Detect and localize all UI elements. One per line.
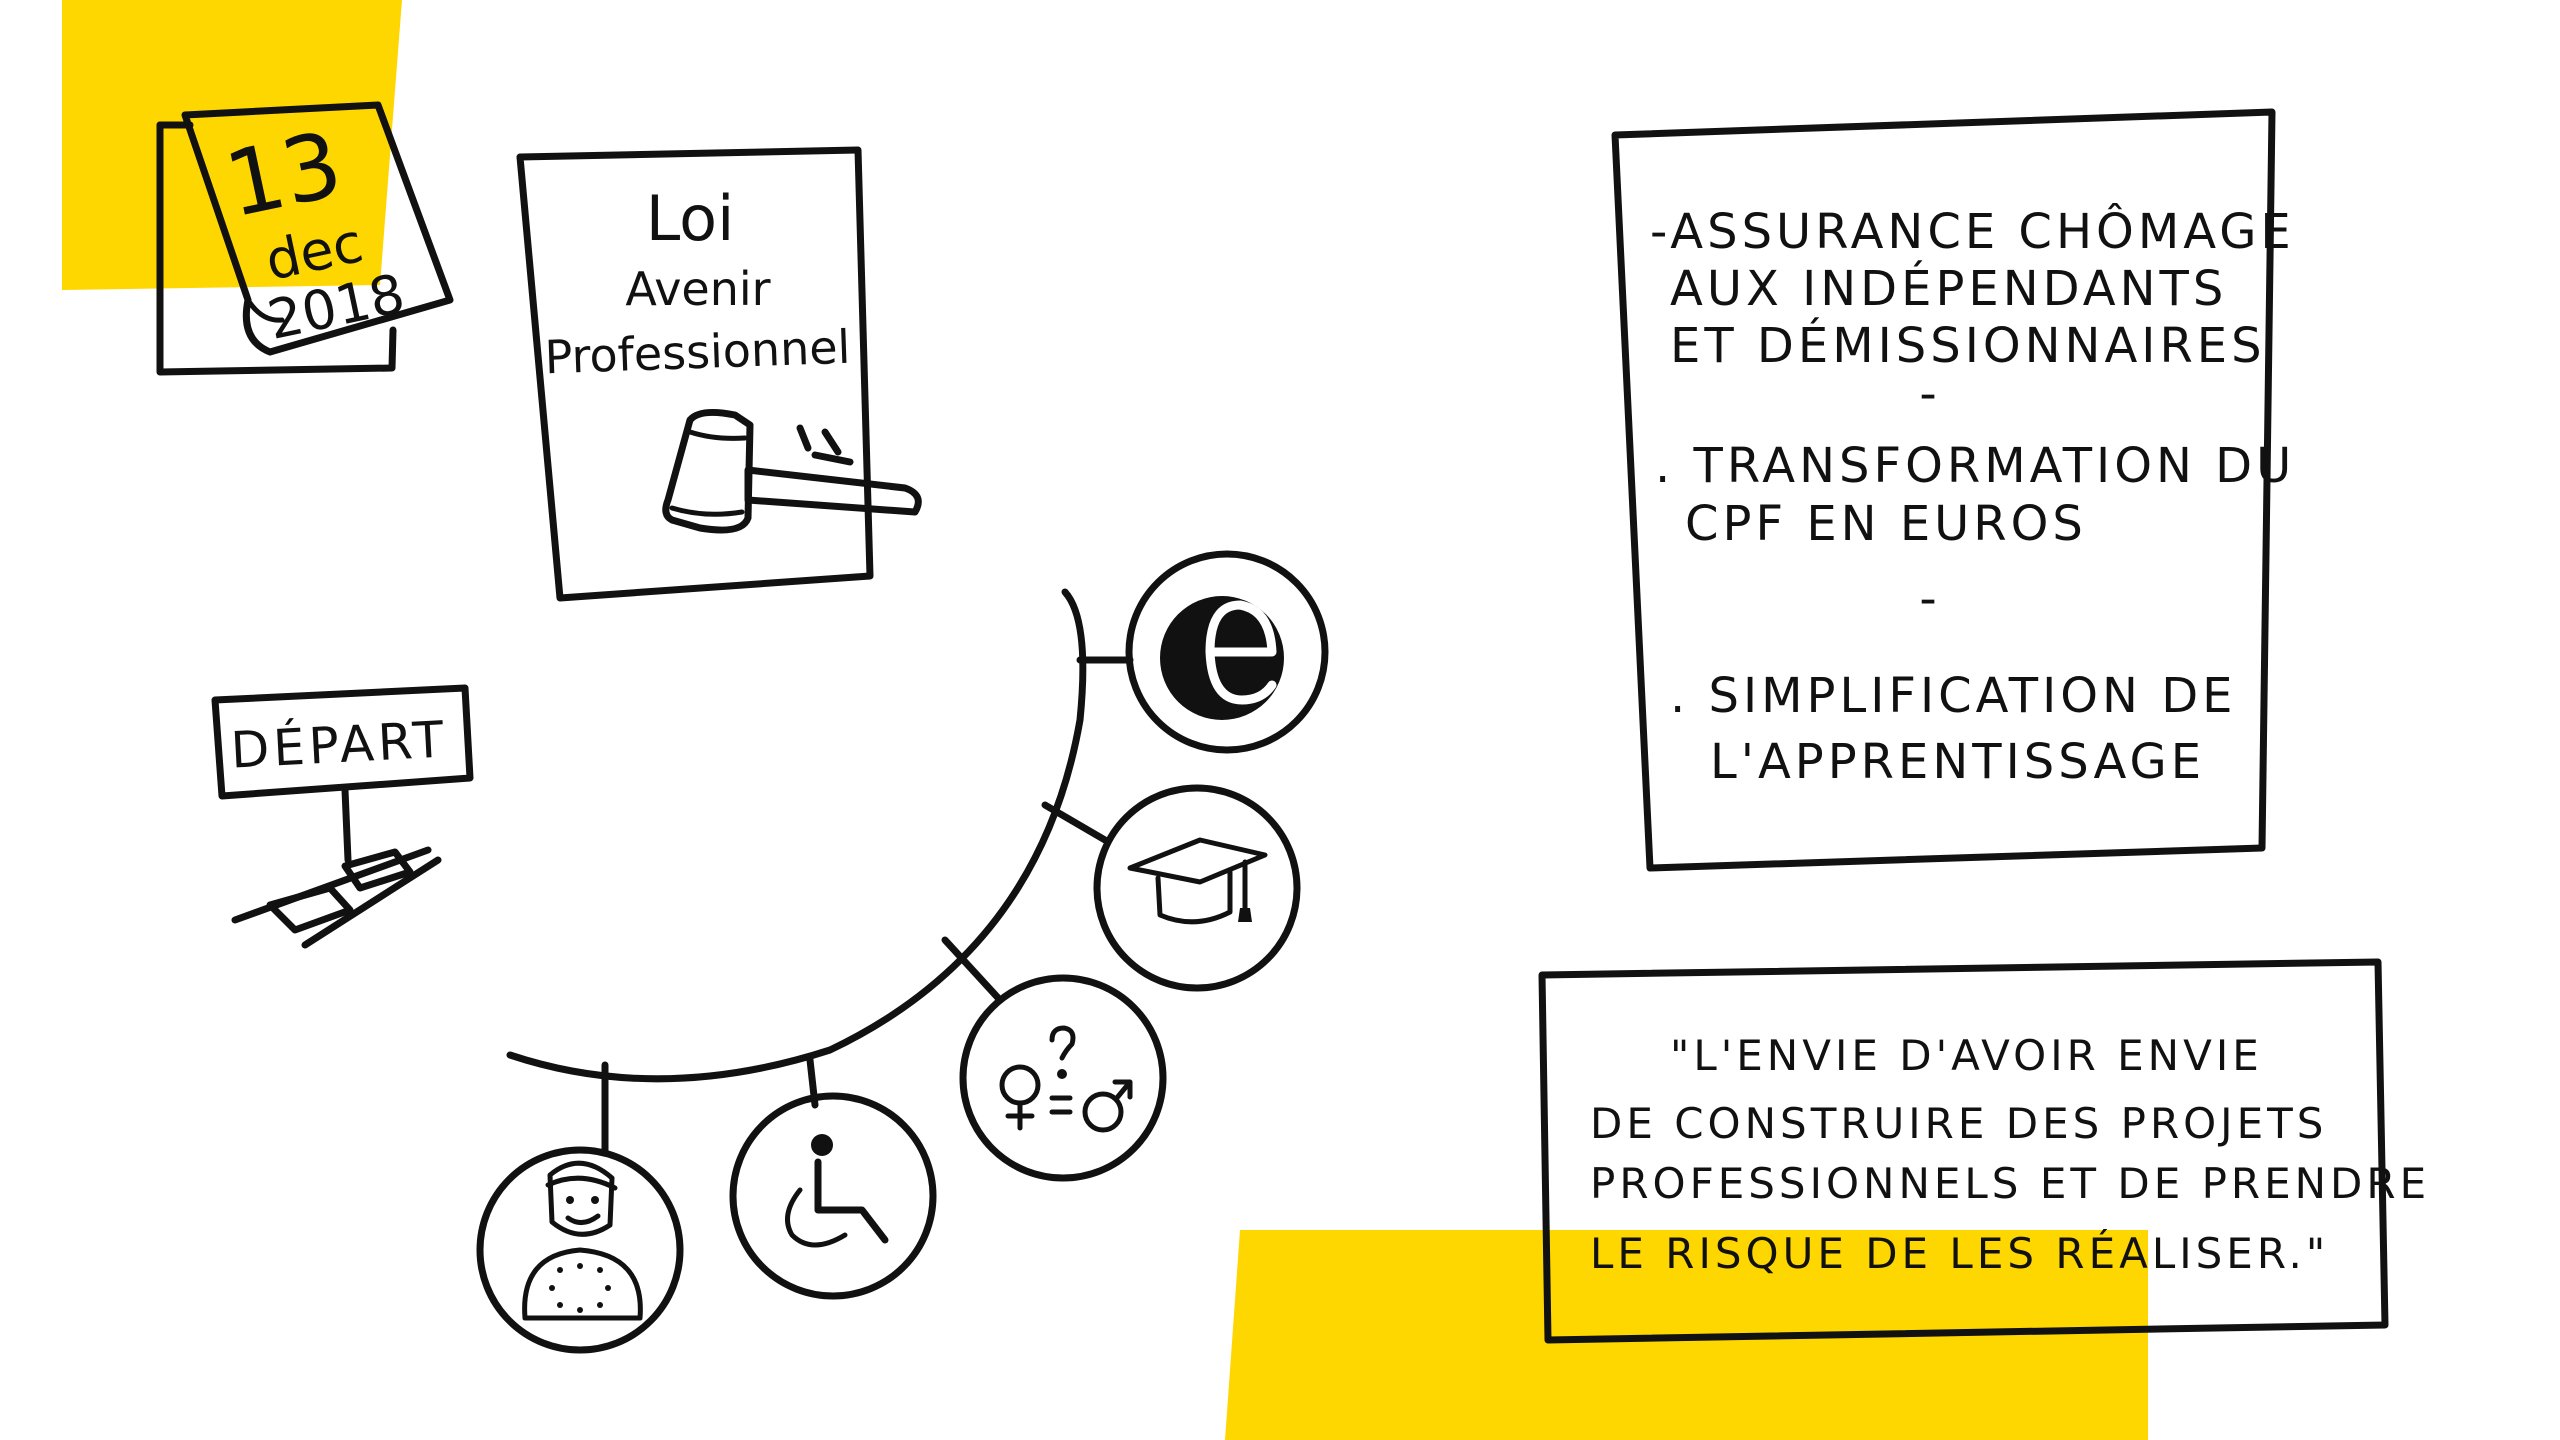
measure-2-line-2: CPF EN EUROS — [1685, 496, 2087, 552]
departure-sign: DÉPART — [211, 684, 474, 949]
measure-2-line-1: . TRANSFORMATION DU — [1655, 438, 2295, 494]
calendar: 13 dec 2018 — [156, 101, 454, 376]
measure-separator-2: - — [1919, 571, 1940, 627]
quote-box: "L'ENVIE D'AVOIR ENVIE DE CONSTRUIRE DES… — [1538, 958, 2430, 1344]
wheelchair-icon — [729, 1092, 937, 1300]
quote-line-1: "L'ENVIE D'AVOIR ENVIE — [1670, 1031, 2263, 1080]
arc-diagram — [476, 550, 1329, 1354]
gavel-icon — [662, 408, 922, 534]
measure-1-line-2: AUX INDÉPENDANTS — [1670, 260, 2227, 317]
measure-1-line-1: -ASSURANCE CHÔMAGE — [1650, 203, 2295, 260]
quote-line-4: LE RISQUE DE LES RÉALISER." — [1590, 1228, 2329, 1278]
measure-3-line-2: L'APPRENTISSAGE — [1710, 734, 2205, 790]
graduation-cap-icon — [1093, 784, 1301, 992]
quote-line-2: DE CONSTRUIRE DES PROJETS — [1590, 1099, 2327, 1148]
calendar-day: 13 — [217, 112, 351, 239]
euro-icon — [1125, 550, 1329, 754]
law-title: Loi — [646, 182, 735, 255]
measure-separator-1: - — [1919, 366, 1940, 422]
law-subtitle-1: Avenir — [625, 262, 770, 316]
departure-label: DÉPART — [229, 709, 449, 779]
gender-equality-icon — [959, 974, 1167, 1182]
measure-3-line-1: . SIMPLIFICATION DE — [1670, 668, 2237, 724]
quote-line-3: PROFESSIONNELS ET DE PRENDRE — [1590, 1159, 2430, 1208]
european-person-icon — [476, 1146, 684, 1354]
measures-box: -ASSURANCE CHÔMAGE AUX INDÉPENDANTS ET D… — [1611, 108, 2295, 872]
measure-1-line-3: ET DÉMISSIONNAIRES — [1670, 317, 2266, 374]
law-subtitle-2: Professionnel — [544, 320, 851, 385]
law-document: Loi Avenir Professionnel — [516, 146, 922, 602]
yellow-highlight-top-left — [62, 0, 402, 290]
